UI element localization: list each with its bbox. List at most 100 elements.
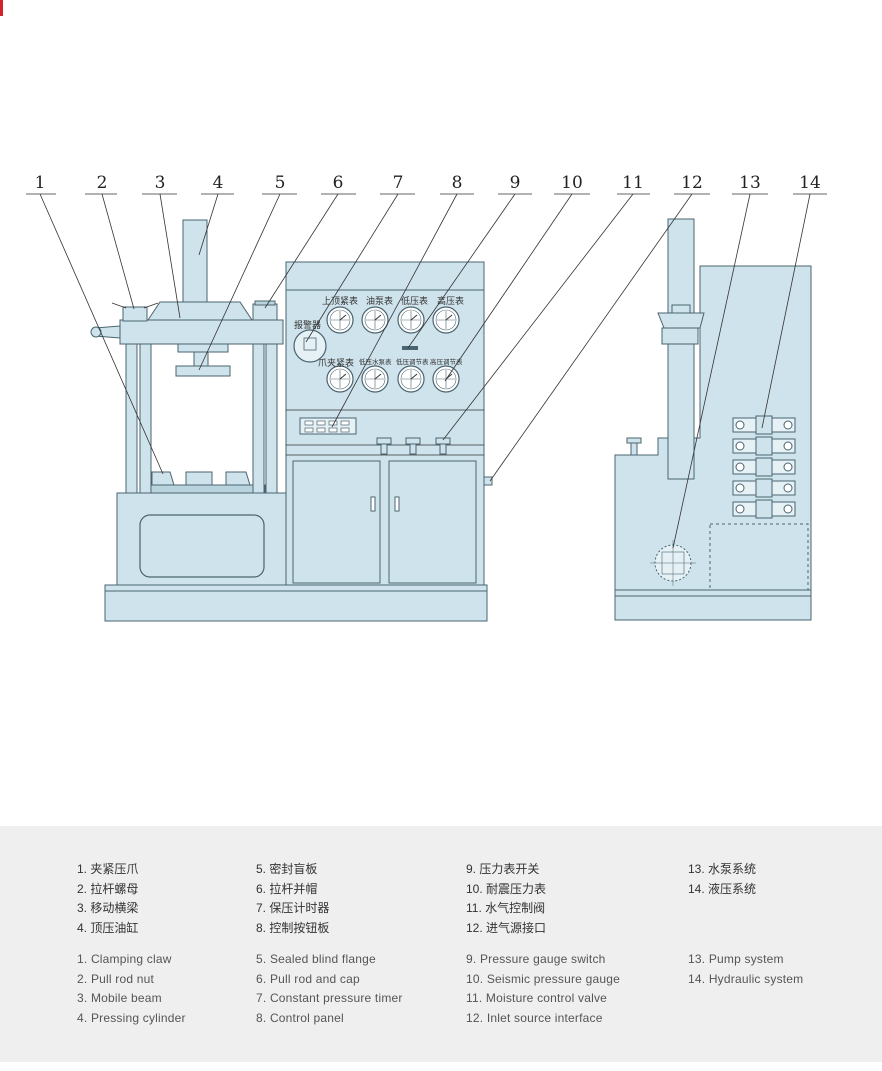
callout: 4 bbox=[198, 173, 234, 256]
callout-number: 13 bbox=[739, 173, 761, 193]
front-view bbox=[90, 219, 488, 622]
side-valve-stem bbox=[630, 442, 638, 456]
side-valve-handle bbox=[626, 437, 642, 444]
legend-item: 12. 进气源接口 bbox=[466, 921, 547, 936]
callout-number: 4 bbox=[213, 173, 224, 193]
clamping-claw-center bbox=[185, 471, 213, 486]
side-column bbox=[667, 218, 695, 480]
hydraulic-valve-icon bbox=[732, 499, 796, 519]
callout-number: 6 bbox=[333, 173, 344, 193]
alarm-icon bbox=[293, 329, 327, 363]
legend-item: 11. 水气控制阀 bbox=[466, 901, 546, 916]
ram-plate bbox=[177, 343, 229, 353]
callout-number: 10 bbox=[561, 173, 583, 193]
callout: 14 bbox=[761, 173, 827, 429]
legend-item: 7. Constant pressure timer bbox=[256, 991, 403, 1006]
legend-col3-en: 9. Pressure gauge switch 10. Seismic pre… bbox=[466, 950, 620, 1029]
pressure-gauge-icon bbox=[432, 306, 460, 334]
clamping-claw-left bbox=[151, 471, 175, 486]
pressure-gauge-icon bbox=[397, 365, 425, 393]
callout-number: 9 bbox=[510, 173, 521, 193]
pull-rod-cap-right bbox=[252, 303, 278, 321]
callout-number: 1 bbox=[35, 173, 46, 193]
callout: 3 bbox=[142, 173, 181, 319]
callout: 13 bbox=[672, 173, 768, 549]
callout: 11 bbox=[442, 173, 650, 441]
callout-number: 8 bbox=[452, 173, 463, 193]
corner-accent-mark bbox=[0, 0, 3, 16]
callout: 12 bbox=[489, 173, 710, 482]
legend-col2-en: 5. Sealed blind flange 6. Pull rod and c… bbox=[256, 950, 403, 1029]
pressure-gauge-icon bbox=[397, 306, 425, 334]
side-view bbox=[614, 218, 812, 621]
legend-item: 13. Pump system bbox=[688, 952, 784, 966]
callout-number: 7 bbox=[393, 173, 404, 193]
machine-diagram: 报警器 上顶紧表 油泵表 低压表 高压表 爪夹紧表 低压水泵表 低压调节表 高压… bbox=[26, 173, 827, 622]
legend-item: 4. 顶压油缸 bbox=[77, 921, 139, 936]
moisture-control-valves bbox=[376, 437, 451, 455]
gauge-label-bottom-2: 低压水泵表 bbox=[359, 357, 392, 366]
pull-rod-left-inner bbox=[139, 342, 152, 494]
legend-item: 9. Pressure gauge switch bbox=[466, 952, 606, 966]
press-body-recess bbox=[139, 514, 265, 578]
callout: 9 bbox=[407, 173, 532, 349]
callout: 10 bbox=[444, 173, 590, 382]
oil-tank-outline bbox=[709, 523, 809, 591]
control-cabinet: 报警器 上顶紧表 油泵表 低压表 高压表 爪夹紧表 低压水泵表 低压调节表 高压… bbox=[285, 261, 493, 586]
hydraulic-valve-stack bbox=[732, 415, 796, 519]
pull-rod-right-inner bbox=[252, 342, 265, 494]
gauge-label-bottom-1: 爪夹紧表 bbox=[318, 357, 354, 369]
sealed-blind-flange bbox=[175, 365, 231, 377]
hydraulic-valve-icon bbox=[732, 478, 796, 498]
pressure-gauges bbox=[326, 306, 460, 393]
cabinet-header bbox=[285, 261, 485, 291]
pressure-gauge-icon bbox=[326, 306, 354, 334]
legend-item: 1. 夹紧压爪 bbox=[77, 862, 139, 876]
side-cap bbox=[671, 304, 691, 314]
pull-rod-cap-top bbox=[254, 300, 276, 306]
legend-item: 2. 拉杆螺母 bbox=[77, 881, 139, 896]
legend-item: 1. Clamping claw bbox=[77, 952, 172, 966]
legend-item: 7. 保压计时器 bbox=[256, 901, 330, 916]
legend-item: 12. Inlet source interface bbox=[466, 1011, 603, 1026]
legend-item: 11. Moisture control valve bbox=[466, 991, 608, 1006]
legend-col3-cn: 9. 压力表开关 10. 耐震压力表 11. 水气控制阀 12. 进气源接口 bbox=[466, 860, 546, 939]
callout-number: 14 bbox=[799, 173, 821, 193]
callout: 5 bbox=[198, 173, 297, 371]
callout-number: 12 bbox=[681, 173, 703, 193]
callout: 8 bbox=[331, 173, 474, 428]
door-handle-left bbox=[370, 496, 376, 512]
gauge-label-top-3: 低压表 bbox=[401, 295, 428, 307]
legend-item: 5. 密封盲板 bbox=[256, 862, 318, 876]
gauge-label-bottom-4: 高压调节表 bbox=[430, 357, 463, 366]
hydraulic-valve-icon bbox=[732, 415, 796, 435]
pull-rod-left-outer bbox=[125, 342, 138, 494]
legend-item: 3. 移动横梁 bbox=[77, 901, 139, 916]
pressure-gauge-icon bbox=[361, 365, 389, 393]
pressure-gauge-icon bbox=[361, 306, 389, 334]
legend-item: 3. Mobile beam bbox=[77, 991, 162, 1006]
legend-col1-cn: 1. 夹紧压爪 2. 拉杆螺母 3. 移动横梁 4. 顶压油缸 bbox=[77, 860, 138, 939]
legend-item: 13. 水泵系统 bbox=[688, 862, 757, 876]
pressing-cylinder bbox=[182, 219, 208, 303]
callout: 1 bbox=[26, 173, 164, 475]
pull-rod-right-outer bbox=[265, 342, 278, 494]
side-beam-block bbox=[661, 327, 699, 345]
callout-number: 11 bbox=[622, 173, 644, 193]
callout-number: 5 bbox=[275, 173, 286, 193]
inlet-source-interface bbox=[483, 476, 493, 486]
pull-rod-nut-left bbox=[122, 306, 148, 322]
mobile-beam-upper bbox=[147, 301, 253, 321]
legend-col4-en: 13. Pump system 14. Hydraulic system bbox=[688, 950, 803, 989]
legend-item: 8. Control panel bbox=[256, 1011, 344, 1026]
legend-item: 8. 控制按钮板 bbox=[256, 921, 330, 936]
legend-item: 4. Pressing cylinder bbox=[77, 1011, 186, 1026]
legend-item: 14. 液压系统 bbox=[688, 881, 757, 896]
legend-item: 14. Hydraulic system bbox=[688, 971, 804, 986]
gauge-label-bottom-3: 低压调节表 bbox=[396, 357, 429, 366]
clamping-claw-right bbox=[225, 471, 251, 486]
cabinet-door-right bbox=[388, 460, 477, 584]
side-beam bbox=[657, 312, 705, 329]
mobile-beam-lower bbox=[119, 319, 284, 345]
legend-item: 2. Pull rod nut bbox=[77, 971, 155, 986]
